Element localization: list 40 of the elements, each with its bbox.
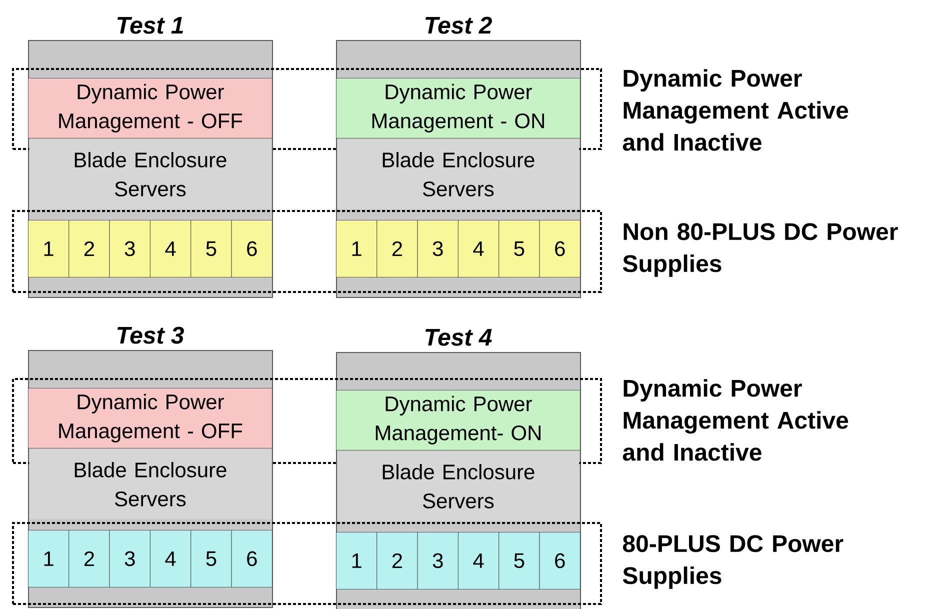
power-supply-cell: 1 xyxy=(336,220,378,278)
power-supply-cell: 2 xyxy=(376,532,418,590)
power-management-band: Dynamic Power Management- ON xyxy=(336,390,580,450)
power-supply-cell: 6 xyxy=(231,220,272,278)
power-supply-cell: 5 xyxy=(498,532,540,590)
power-supply-cell: 6 xyxy=(539,532,580,590)
group-label: 80-PLUS DC Power Supplies xyxy=(622,535,844,589)
power-supply-cell: 5 xyxy=(190,530,232,588)
power-supply-cell: 2 xyxy=(376,220,418,278)
test-heading: Test 2 xyxy=(425,16,492,34)
group-label: Non 80-PLUS DC Power Supplies xyxy=(622,223,898,277)
test-heading: Test 1 xyxy=(117,17,183,34)
server-band: Blade Enclosure Servers xyxy=(337,451,580,522)
group-label: Dynamic Power Management Active and Inactive xyxy=(622,69,848,151)
power-supply-cell: 4 xyxy=(458,532,500,590)
power-supply-cell: 4 xyxy=(150,530,192,588)
power-management-band: Dynamic Power Management - OFF xyxy=(28,78,272,138)
power-supply-cell: 3 xyxy=(417,532,458,590)
power-supply-cell: 5 xyxy=(190,220,232,278)
server-band: Blade Enclosure Servers xyxy=(29,449,272,520)
group-label: Dynamic Power Management Active and Inactive xyxy=(622,379,848,461)
power-management-band: Dynamic Power Management - ON xyxy=(336,78,580,138)
test-heading: Test 3 xyxy=(117,326,184,344)
server-band: Blade Enclosure Servers xyxy=(337,139,580,210)
power-supply-cell: 4 xyxy=(458,220,500,278)
server-band: Blade Enclosure Servers xyxy=(29,139,272,210)
power-supply-cell: 6 xyxy=(231,530,272,588)
power-supply-cell: 4 xyxy=(150,220,192,278)
power-management-band: Dynamic Power Management - OFF xyxy=(28,388,272,448)
power-supply-cell: 1 xyxy=(28,530,70,588)
power-supply-cell: 3 xyxy=(109,220,150,278)
test-heading: Test 4 xyxy=(425,329,492,346)
power-supply-cell: 2 xyxy=(68,530,110,588)
power-supply-cell: 5 xyxy=(498,220,540,278)
power-supply-cell: 3 xyxy=(109,530,150,588)
power-supply-cell: 3 xyxy=(417,220,458,278)
power-supply-cell: 1 xyxy=(28,220,70,278)
power-supply-cell: 6 xyxy=(539,220,580,278)
power-supply-cell: 2 xyxy=(68,220,110,278)
power-supply-cell: 1 xyxy=(336,532,378,590)
